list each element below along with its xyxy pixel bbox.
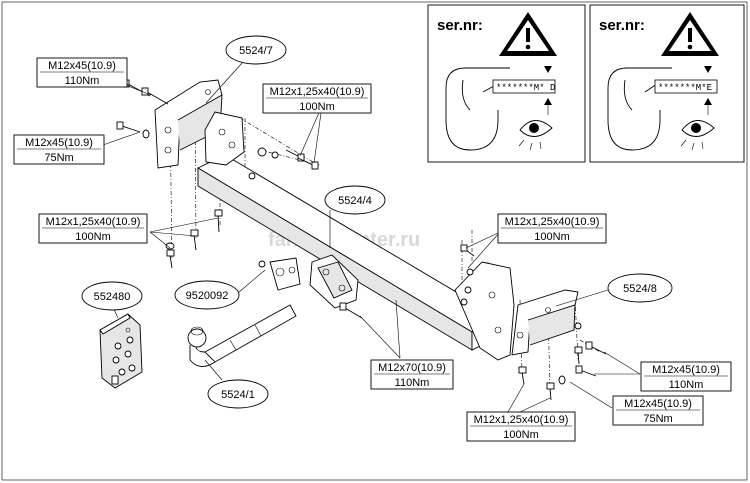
serial-code-1: *******M* D <box>496 83 555 93</box>
part-label-5524-8: 5524/8 <box>607 273 673 303</box>
svg-text:75Nm: 75Nm <box>643 413 672 425</box>
svg-text:100Nm: 100Nm <box>299 101 334 113</box>
svg-text:M12x1,25x40(10.9): M12x1,25x40(10.9) <box>46 216 141 228</box>
svg-text:100Nm: 100Nm <box>503 429 538 441</box>
part-label-5524-4: 5524/4 <box>324 185 386 215</box>
warning-triangle-icon <box>499 12 557 56</box>
svg-text:75Nm: 75Nm <box>44 152 73 164</box>
svg-text:110Nm: 110Nm <box>65 75 100 87</box>
serial-panel-2: ser.nr: *******M*E <box>589 4 745 163</box>
svg-text:110Nm: 110Nm <box>669 379 704 391</box>
bolt-callout-3: M12x1,25x40(10.9) 100Nm <box>262 83 372 114</box>
svg-text:110Nm: 110Nm <box>395 377 430 389</box>
bolt-callout-9: M12x1,25x40(10.9) 100Nm <box>466 411 576 442</box>
svg-text:5524/8: 5524/8 <box>623 283 657 295</box>
bolt-callout-2: M12x45(10.9) 75Nm <box>13 134 105 165</box>
bolt-callout-6: M12x70(10.9) 110Nm <box>370 359 454 390</box>
bolt-callout-1: M12x45(10.9) 110Nm <box>36 57 128 88</box>
left-bracket <box>154 79 223 169</box>
svg-text:100Nm: 100Nm <box>75 231 110 243</box>
electrical-socket <box>99 313 143 389</box>
serial-code-2: *******M*E <box>658 83 712 93</box>
svg-text:M12x45(10.9): M12x45(10.9) <box>624 398 692 410</box>
warning-triangle-icon <box>661 12 719 56</box>
svg-text:M12x45(10.9): M12x45(10.9) <box>652 364 720 376</box>
bolt-callout-8: M12x45(10.9) 75Nm <box>612 395 704 426</box>
svg-text:5524/1: 5524/1 <box>221 389 255 401</box>
bolt-callout-5: M12x1,25x40(10.9) 100Nm <box>497 213 607 244</box>
svg-text:552480: 552480 <box>94 291 131 303</box>
svg-text:M12x45(10.9): M12x45(10.9) <box>48 60 116 72</box>
serial-label-2: ser.nr: <box>599 17 645 34</box>
bolt-callout-4: M12x1,25x40(10.9) 100Nm <box>38 213 148 244</box>
svg-text:M12x45(10.9): M12x45(10.9) <box>25 137 93 149</box>
part-label-9520092: 9520092 <box>174 280 240 310</box>
right-bracket <box>511 289 579 356</box>
bolt-callout-7: M12x45(10.9) 110Nm <box>640 361 732 392</box>
cross-beam <box>197 111 515 361</box>
part-label-5524-7: 5524/7 <box>225 35 287 65</box>
eye-icon <box>680 120 715 151</box>
leader-lines <box>99 61 641 413</box>
part-label-552480: 552480 <box>81 281 143 311</box>
serial-panel-1: ser.nr: *******M* D <box>427 4 586 163</box>
svg-text:100Nm: 100Nm <box>534 231 569 243</box>
svg-text:M12x1,25x40(10.9): M12x1,25x40(10.9) <box>270 86 365 98</box>
svg-text:M12x70(10.9): M12x70(10.9) <box>378 362 446 374</box>
tow-ball <box>187 304 297 367</box>
svg-text:9520092: 9520092 <box>186 290 229 302</box>
eye-icon <box>518 120 553 151</box>
bolts-group <box>116 79 607 401</box>
serial-label-1: ser.nr: <box>437 17 483 34</box>
svg-text:5524/4: 5524/4 <box>338 195 372 207</box>
part-label-5524-1: 5524/1 <box>207 379 269 409</box>
svg-text:M12x1,25x40(10.9): M12x1,25x40(10.9) <box>505 216 600 228</box>
svg-text:5524/7: 5524/7 <box>239 45 273 57</box>
svg-text:M12x1,25x40(10.9): M12x1,25x40(10.9) <box>474 414 569 426</box>
electrical-plate <box>258 257 301 291</box>
hitch-mount-bracket <box>309 254 359 309</box>
